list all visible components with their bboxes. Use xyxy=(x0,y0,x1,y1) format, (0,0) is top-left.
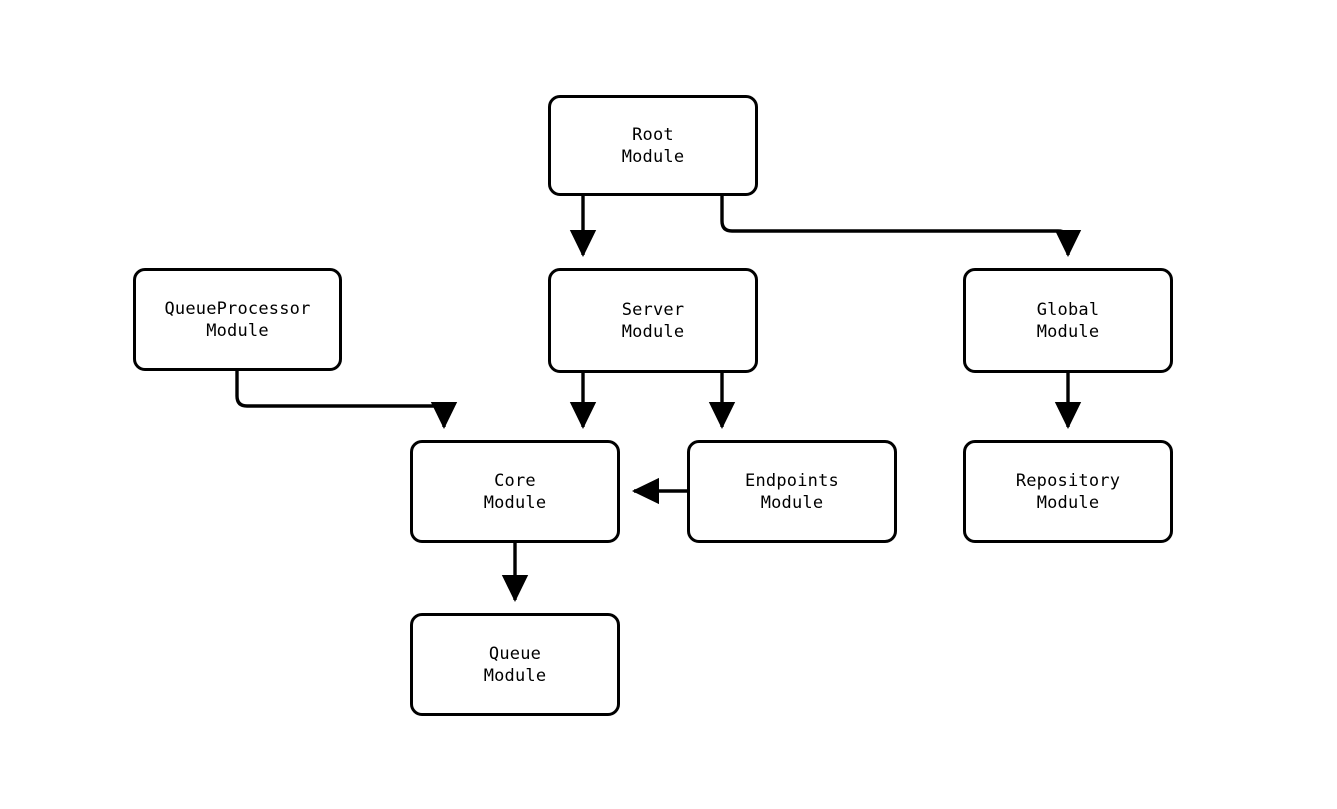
node-repository-module-line1: Repository xyxy=(1015,470,1121,491)
edge-root-to-global xyxy=(720,196,1082,258)
node-queueprocessor-module-line2: Module xyxy=(206,320,269,341)
node-queueprocessor-module[interactable]: QueueProcessor Module xyxy=(133,268,342,371)
node-server-module-line2: Module xyxy=(621,321,685,342)
node-queue-module-line2: Module xyxy=(483,665,547,686)
node-server-module[interactable]: Server Module xyxy=(548,268,758,373)
node-queue-module-line1: Queue xyxy=(488,643,542,664)
edge-queueprocessor-to-core xyxy=(235,371,458,430)
node-global-module-line1: Global xyxy=(1036,299,1100,320)
node-global-module-line2: Module xyxy=(1036,321,1100,342)
node-server-module-line1: Server xyxy=(621,299,685,320)
node-endpoints-module[interactable]: Endpoints Module xyxy=(687,440,897,543)
node-queue-module[interactable]: Queue Module xyxy=(410,613,620,716)
node-core-module[interactable]: Core Module xyxy=(410,440,620,543)
node-queueprocessor-module-line1: QueueProcessor xyxy=(164,298,311,319)
node-repository-module[interactable]: Repository Module xyxy=(963,440,1173,543)
node-core-module-line2: Module xyxy=(483,492,547,513)
node-root-module-line1: Root xyxy=(632,124,674,145)
node-root-module[interactable]: Root Module xyxy=(548,95,758,196)
node-endpoints-module-line1: Endpoints xyxy=(745,470,839,491)
node-global-module[interactable]: Global Module xyxy=(963,268,1173,373)
node-endpoints-module-line2: Module xyxy=(760,492,824,513)
node-repository-module-line2: Module xyxy=(1036,492,1100,513)
node-root-module-line2: Module xyxy=(621,146,685,167)
node-core-module-line1: Core xyxy=(494,470,536,491)
